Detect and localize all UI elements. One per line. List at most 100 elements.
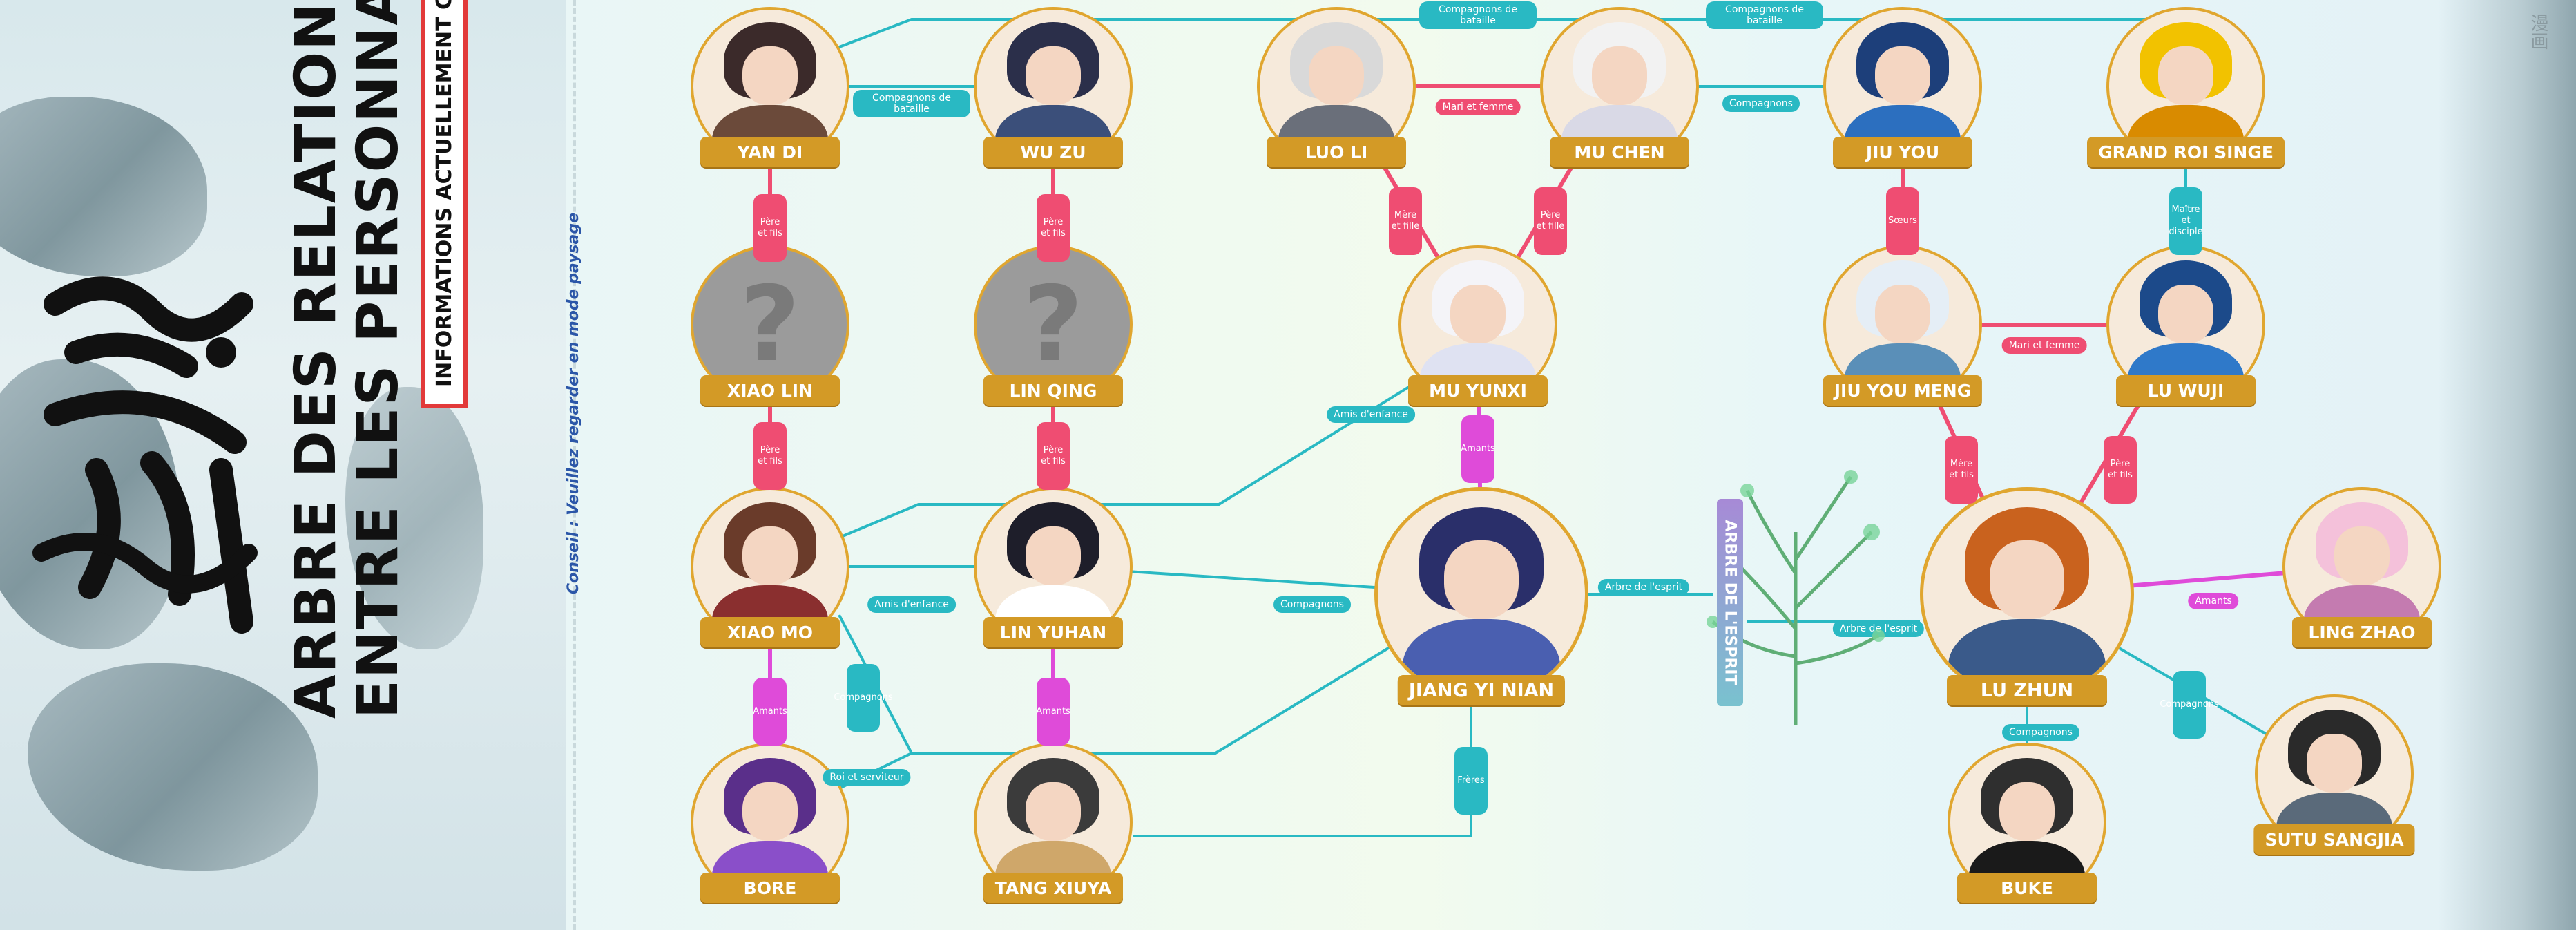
character-node-buke: BUKE <box>1948 743 2106 903</box>
relation-label-r16: Amants <box>1461 415 1495 483</box>
character-name-label: MU YUNXI <box>1408 375 1548 406</box>
character-node-yan-di: YAN DI <box>691 7 849 167</box>
character-node-sutu-sangjia: SUTU SANGJIA <box>2253 694 2415 855</box>
character-name-label: LUO LI <box>1267 137 1406 167</box>
portrait-shape <box>1026 782 1081 841</box>
spirit-tree-title: ARBRE DE L'ESPRIT <box>1717 499 1743 706</box>
character-name-label: TANG XIUYA <box>983 873 1123 903</box>
character-name-label: JIANG YI NIAN <box>1397 675 1566 705</box>
portrait-shape <box>1450 285 1506 343</box>
relation-label-r30: Compagnons <box>2160 671 2219 739</box>
portrait-shape <box>2158 46 2213 105</box>
portrait-shape <box>1026 526 1081 585</box>
character-name-label: XIAO MO <box>700 617 840 647</box>
character-name-label: BUKE <box>1957 873 2097 903</box>
rock-decoration <box>28 663 318 871</box>
relation-label-r12: Mari et femme <box>2001 337 2087 354</box>
portrait-shape <box>742 782 798 841</box>
character-name-label: LIN YUHAN <box>983 617 1123 647</box>
portrait-shape <box>1990 540 2064 619</box>
character-name-label: GRAND ROI SINGE <box>2087 137 2285 167</box>
relation-line-r28 <box>1133 698 1472 837</box>
character-name-label: JIU YOU MENG <box>1823 375 1983 406</box>
character-name-label: LU WUJI <box>2116 375 2256 406</box>
portrait-protagonist-icon <box>1374 487 1588 701</box>
relation-label-r10: Sœurs <box>1886 187 1919 255</box>
character-name-label: WU ZU <box>983 137 1123 167</box>
portrait-shape <box>2307 734 2362 793</box>
character-name-label: JIU YOU <box>1833 137 1972 167</box>
relation-label-r20: Compagnons <box>1273 596 1351 613</box>
character-node-xiao-mo: XIAO MO <box>691 487 849 647</box>
relation-label-r26: Compagnons <box>834 664 893 732</box>
character-node-lu-zhun: LU ZHUN <box>1920 487 2134 705</box>
portrait-shape <box>742 526 798 585</box>
character-node-tang-xiuya: TANG XIUYA <box>974 743 1133 903</box>
character-node-grand-roi-singe: GRAND ROI SINGE <box>2087 7 2285 167</box>
corner-watermark: 漫画 <box>2528 14 2548 50</box>
portrait-shape <box>1875 46 1930 105</box>
character-name-label: LING ZHAO <box>2292 617 2432 647</box>
portrait-shape <box>1875 285 1930 343</box>
spirit-tree-label: ARBRE DE L'ESPRIT <box>1721 520 1739 685</box>
character-name-label: LU ZHUN <box>1947 675 2107 705</box>
character-node-lin-qing: ?LIN QING <box>974 245 1133 406</box>
relation-label-r21: Arbre de l'esprit <box>1597 579 1690 596</box>
relation-label-r27: Roi et serviteur <box>823 769 911 786</box>
portrait-shape <box>1444 540 1519 619</box>
title-panel: ARBRE DES RELATIONS ENTRE LES PERSONNAGE… <box>0 0 566 930</box>
character-node-jiu-you-meng: JIU YOU MENG <box>1823 245 1983 406</box>
relation-label-r1: Compagnons de bataille <box>853 90 970 117</box>
character-node-bore: BORE <box>691 743 849 903</box>
relation-label-r25: Amants <box>1036 678 1070 746</box>
relation-label-r9: Compagnons de bataille <box>1706 1 1823 29</box>
panel-divider <box>573 0 576 930</box>
relation-label-r8: Compagnons de bataille <box>1419 1 1537 29</box>
character-node-ling-zhao: LING ZHAO <box>2282 487 2441 647</box>
relation-label-r11: Maître et disciple <box>2169 187 2203 255</box>
relation-label-r15: Amis d'enfance <box>1327 406 1415 423</box>
character-node-lin-yuhan: LIN YUHAN <box>974 487 1133 647</box>
character-name-label: MU CHEN <box>1550 137 1689 167</box>
character-node-mu-chen: MU CHEN <box>1540 7 1699 167</box>
question-mark-icon: ? <box>1023 265 1084 385</box>
portrait-shape <box>1026 46 1081 105</box>
portrait-shape <box>2334 526 2390 585</box>
question-mark-icon: ? <box>740 265 800 385</box>
character-name-label: YAN DI <box>700 137 840 167</box>
relation-label-r29: Compagnons <box>2002 724 2079 741</box>
portrait-shape <box>1592 46 1647 105</box>
relation-label-r5: Mère et fille <box>1389 187 1422 255</box>
character-node-lu-wuji: LU WUJI <box>2106 245 2265 406</box>
relation-label-r24: Amants <box>753 678 787 746</box>
portrait-orange-hair-icon <box>1920 487 2134 701</box>
mountain-decoration <box>2438 0 2576 930</box>
relation-label-r2: Père et fils <box>753 194 787 262</box>
relation-label-r3: Père et fils <box>1037 194 1070 262</box>
character-node-xiao-lin: ?XIAO LIN <box>691 245 849 406</box>
character-node-luo-li: LUO LI <box>1257 7 1416 167</box>
rock-decoration <box>345 387 483 649</box>
relation-label-r17: Mère et fils <box>1945 436 1978 504</box>
relation-label-r4: Mari et femme <box>1435 99 1521 115</box>
relation-label-r13: Père et fils <box>753 422 787 490</box>
character-name-label: BORE <box>700 873 840 903</box>
rock-decoration <box>0 97 207 276</box>
portrait-shape <box>1999 782 2055 841</box>
character-node-jiang-yi-nian: JIANG YI NIAN <box>1374 487 1588 705</box>
relation-label-r7: Compagnons <box>1722 95 1800 112</box>
character-node-jiu-you: JIU YOU <box>1823 7 1982 167</box>
relation-label-r28: Frères <box>1454 747 1488 815</box>
relation-label-r14: Père et fils <box>1037 422 1070 490</box>
character-name-label: XIAO LIN <box>700 375 840 406</box>
relation-label-r6: Père et fille <box>1534 187 1567 255</box>
character-name-label: SUTU SANGJIA <box>2253 824 2415 855</box>
portrait-shape <box>1309 46 1364 105</box>
character-node-wu-zu: WU ZU <box>974 7 1133 167</box>
relation-label-r23: Amants <box>2188 593 2239 609</box>
relation-label-r19: Amis d'enfance <box>867 596 956 613</box>
character-node-mu-yunxi: MU YUNXI <box>1398 245 1557 406</box>
character-name-label: LIN QING <box>983 375 1123 406</box>
portrait-shape <box>742 46 798 105</box>
